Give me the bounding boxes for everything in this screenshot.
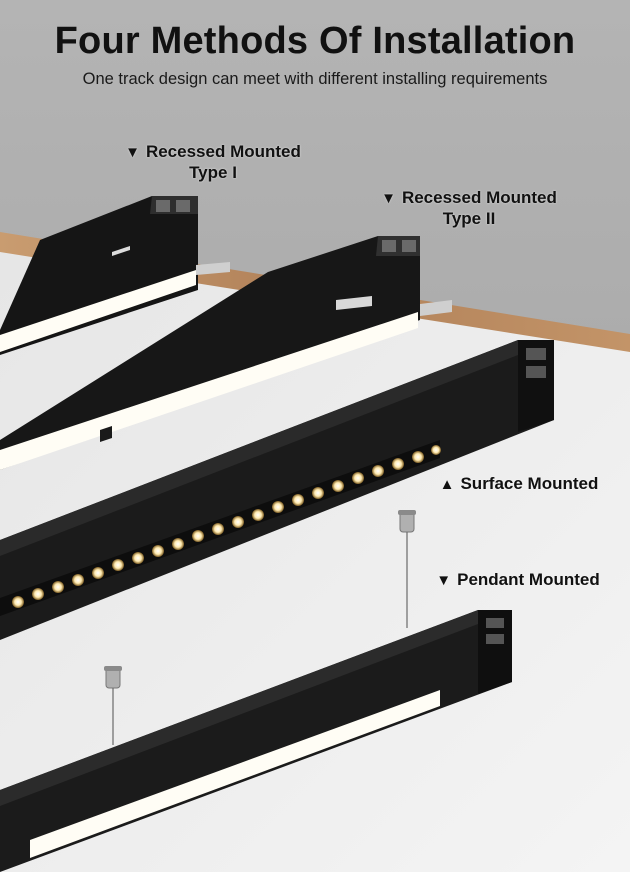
label-recessed-type1: ▼ Recessed Mounted Type I	[112, 142, 314, 183]
label-recessed-type2-line1: Recessed Mounted	[401, 188, 557, 207]
label-recessed-type2: ▼ Recessed Mounted Type II	[366, 188, 572, 229]
surface-track	[0, 340, 554, 640]
label-recessed-type1-line2: Type I	[189, 163, 237, 182]
pendant-track	[0, 610, 512, 872]
label-recessed-type1-line1: Recessed Mounted	[145, 142, 301, 161]
recessed-type2-track	[0, 236, 452, 470]
label-surface-mounted: ▲ Surface Mounted	[428, 474, 610, 495]
down-triangle-icon: ▼	[436, 572, 452, 589]
label-pendant-mounted: ▼ Pendant Mounted	[424, 570, 612, 591]
page-subtitle: One track design can meet with different…	[82, 70, 548, 88]
label-surface-mounted-text: Surface Mounted	[460, 474, 599, 493]
down-triangle-icon: ▼	[125, 144, 140, 161]
label-recessed-type2-line2: Type II	[442, 209, 496, 228]
page-title: Four Methods Of Installation	[54, 20, 576, 62]
pendant-suspension-left	[104, 666, 122, 745]
pendant-suspension-right	[398, 510, 416, 628]
recessed-type1-track	[0, 196, 230, 355]
label-pendant-mounted-text: Pendant Mounted	[457, 570, 600, 589]
up-triangle-icon: ▲	[439, 476, 455, 493]
led-spot-row	[12, 445, 441, 608]
down-triangle-icon: ▼	[381, 190, 396, 207]
